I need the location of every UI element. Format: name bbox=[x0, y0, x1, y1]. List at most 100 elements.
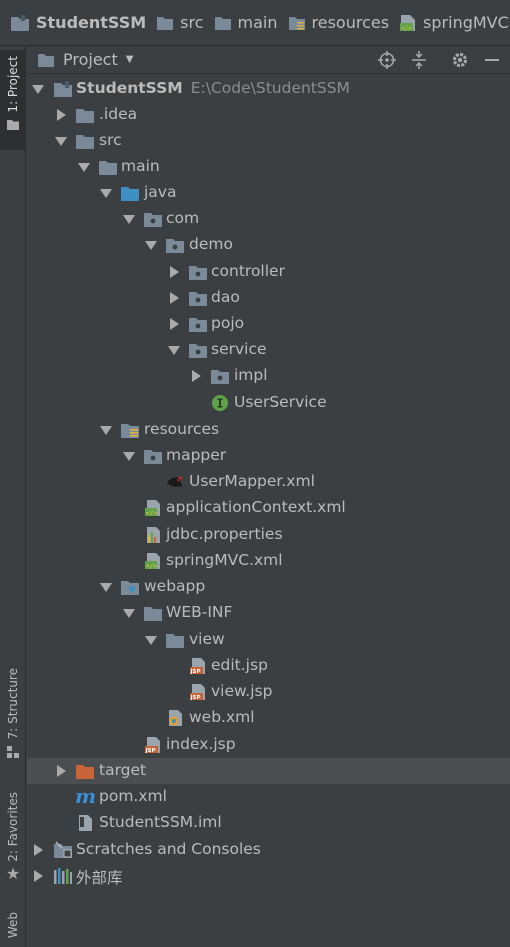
tree-node-view[interactable]: view bbox=[27, 627, 510, 653]
expanded-arrow-icon[interactable] bbox=[167, 343, 181, 357]
tree-node-applicationcontext-xml[interactable]: </> applicationContext.xml bbox=[27, 495, 510, 521]
web-xml-file-icon bbox=[169, 710, 182, 726]
expanded-arrow-icon[interactable] bbox=[54, 134, 68, 148]
tree-node-controller[interactable]: controller bbox=[27, 259, 510, 285]
collapse-all-icon[interactable] bbox=[409, 50, 429, 70]
expanded-arrow-icon[interactable] bbox=[31, 82, 45, 96]
tree-node-src[interactable]: src bbox=[27, 128, 510, 154]
tree-node-web-inf[interactable]: WEB-INF bbox=[27, 600, 510, 626]
package-icon bbox=[144, 213, 162, 227]
tree-node-target[interactable]: target bbox=[27, 758, 510, 784]
view-dropdown-chevron-icon[interactable]: ▼ bbox=[125, 54, 134, 65]
breadcrumb-project[interactable]: StudentSSM bbox=[10, 13, 146, 32]
tree-node-java[interactable]: java bbox=[27, 180, 510, 206]
expanded-arrow-icon[interactable] bbox=[144, 633, 158, 647]
breadcrumb-resources[interactable]: resources bbox=[288, 13, 389, 32]
svg-text:</>: </> bbox=[146, 510, 157, 517]
module-folder-icon bbox=[11, 14, 29, 31]
expanded-arrow-icon[interactable] bbox=[144, 238, 158, 252]
tree-node-mapper[interactable]: mapper bbox=[27, 443, 510, 469]
expanded-arrow-icon[interactable] bbox=[99, 423, 113, 437]
collapsed-arrow-icon[interactable] bbox=[31, 843, 45, 857]
project-path: E:\Code\StudentSSM bbox=[190, 79, 350, 97]
breadcrumb-main[interactable]: main bbox=[214, 13, 278, 32]
package-icon bbox=[189, 292, 207, 306]
gear-icon[interactable] bbox=[450, 50, 470, 70]
collapsed-arrow-icon[interactable] bbox=[167, 317, 181, 331]
web-folder-icon bbox=[121, 581, 139, 595]
tree-node-com[interactable]: com bbox=[27, 206, 510, 232]
expanded-arrow-icon[interactable] bbox=[122, 449, 136, 463]
package-icon bbox=[189, 344, 207, 358]
collapsed-arrow-icon[interactable] bbox=[54, 764, 68, 778]
tree-node-jdbc-properties[interactable]: jdbc.properties bbox=[27, 522, 510, 548]
tree-node-resources[interactable]: resources bbox=[27, 417, 510, 443]
tree-node-usermapper-xml[interactable]: UserMapper.xml bbox=[27, 469, 510, 495]
source-folder-icon bbox=[121, 187, 139, 201]
breadcrumb-springmvc-xml[interactable]: </> springMVC.xml bbox=[400, 13, 510, 32]
breadcrumb-src[interactable]: src bbox=[156, 13, 204, 32]
tree-node-pom-xml[interactable]: m pom.xml bbox=[75, 784, 167, 808]
svg-text:JSP: JSP bbox=[145, 748, 156, 754]
folder-icon bbox=[7, 119, 19, 130]
collapsed-arrow-icon[interactable] bbox=[167, 291, 181, 305]
collapsed-arrow-icon[interactable] bbox=[189, 369, 203, 383]
tree-node-userservice[interactable]: UserService bbox=[27, 390, 510, 416]
structure-icon bbox=[7, 746, 19, 759]
tab-project[interactable]: 1: Project bbox=[0, 50, 26, 150]
tab-structure[interactable]: 7: Structure bbox=[0, 664, 26, 764]
expanded-arrow-icon[interactable] bbox=[122, 212, 136, 226]
excluded-folder-icon bbox=[76, 765, 94, 779]
module-file-icon bbox=[79, 815, 92, 831]
expanded-arrow-icon[interactable] bbox=[122, 606, 136, 620]
expanded-arrow-icon[interactable] bbox=[77, 160, 91, 174]
tree-node-web-xml[interactable]: web.xml bbox=[27, 705, 510, 731]
hide-panel-icon[interactable] bbox=[482, 50, 502, 70]
collapsed-arrow-icon[interactable] bbox=[31, 869, 45, 883]
package-icon bbox=[211, 370, 229, 384]
collapsed-arrow-icon[interactable] bbox=[54, 108, 68, 122]
collapsed-arrow-icon[interactable] bbox=[167, 265, 181, 279]
navigation-breadcrumb: StudentSSM src main resources </> spring… bbox=[0, 0, 510, 46]
jsp-file-icon: JSP bbox=[190, 684, 205, 701]
project-panel-header: Project ▼ bbox=[27, 46, 510, 74]
spring-xml-file-icon: </> bbox=[145, 500, 160, 517]
spring-xml-file-icon: </> bbox=[145, 553, 160, 570]
tree-node-studentssm-iml[interactable]: StudentSSM.iml bbox=[27, 810, 510, 836]
star-icon: ★ bbox=[5, 863, 21, 883]
spring-xml-file-icon: </> bbox=[400, 14, 416, 32]
locate-target-icon[interactable] bbox=[377, 50, 397, 70]
properties-file-icon bbox=[147, 527, 160, 543]
folder-icon bbox=[76, 109, 94, 123]
expanded-arrow-icon[interactable] bbox=[99, 580, 113, 594]
panel-title[interactable]: Project bbox=[63, 50, 118, 69]
tree-node-idea[interactable]: .idea bbox=[27, 102, 510, 128]
tree-node-pojo[interactable]: pojo bbox=[27, 311, 510, 337]
package-icon bbox=[144, 450, 162, 464]
tree-node-impl[interactable]: impl bbox=[27, 363, 510, 389]
tab-web[interactable]: Web bbox=[6, 912, 20, 939]
interface-icon bbox=[212, 395, 228, 411]
package-icon bbox=[189, 318, 207, 332]
tree-node-demo[interactable]: demo bbox=[27, 232, 510, 258]
tree-node-main[interactable]: main bbox=[27, 154, 510, 180]
tree-node-view-jsp[interactable]: JSP view.jsp bbox=[27, 679, 510, 705]
tab-favorites[interactable]: 2: Favorites ★ bbox=[5, 792, 21, 883]
tree-node-webapp[interactable]: webapp bbox=[27, 574, 510, 600]
expanded-arrow-icon[interactable] bbox=[99, 186, 113, 200]
tree-node-dao[interactable]: dao bbox=[27, 285, 510, 311]
svg-text:JSP: JSP bbox=[190, 669, 201, 675]
tree-node-springmvc-xml[interactable]: </> springMVC.xml bbox=[27, 548, 510, 574]
left-tool-strip: 1: Project 7: Structure 2: Favorites ★ W… bbox=[0, 46, 26, 947]
module-folder-icon bbox=[54, 81, 72, 97]
tree-node-service[interactable]: service bbox=[27, 337, 510, 363]
folder-icon bbox=[214, 16, 231, 30]
tree-node-external-libraries[interactable]: 外部库 bbox=[27, 863, 510, 889]
tree-node-scratches[interactable]: Scratches and Consoles bbox=[27, 837, 510, 863]
jsp-file-icon: JSP bbox=[145, 737, 160, 754]
tree-node-edit-jsp[interactable]: JSP edit.jsp bbox=[27, 653, 510, 679]
folder-icon bbox=[99, 161, 117, 175]
tree-node-index-jsp[interactable]: JSP index.jsp bbox=[27, 732, 510, 758]
jsp-file-icon: JSP bbox=[190, 658, 205, 675]
